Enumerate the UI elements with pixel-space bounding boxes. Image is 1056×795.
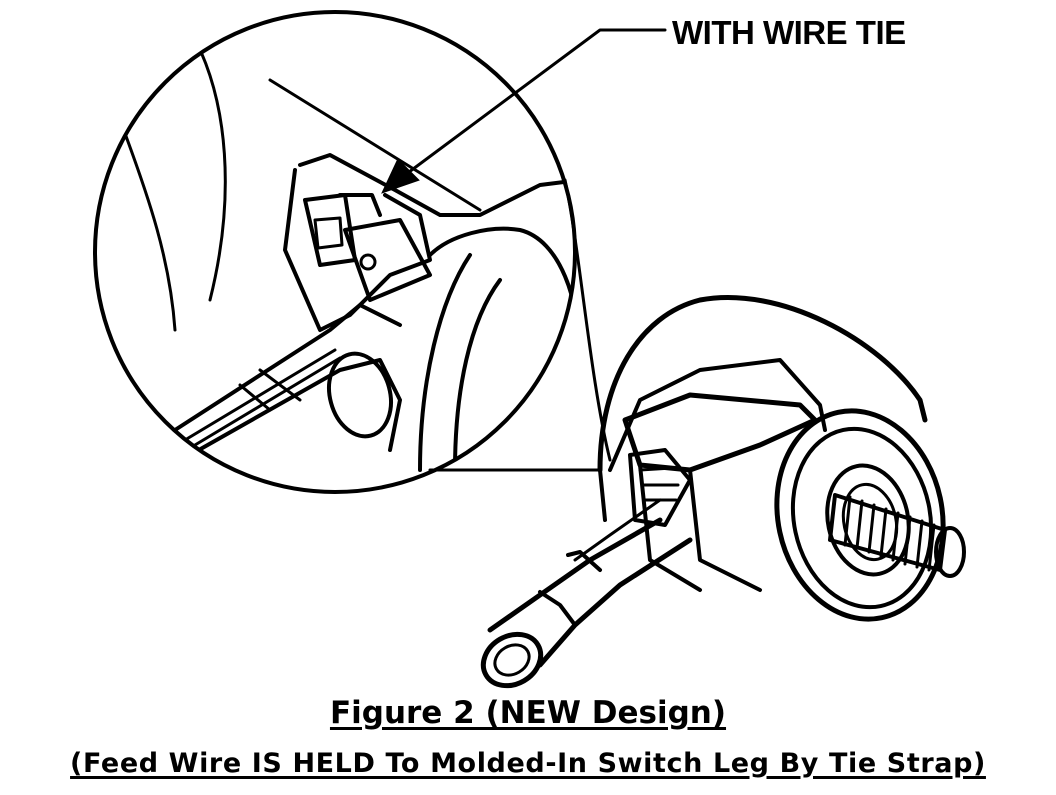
callout-leader bbox=[381, 28, 667, 194]
callout-label: WITH WIRE TIE bbox=[672, 14, 906, 51]
figure-caption: (Feed Wire IS HELD To Molded-In Switch L… bbox=[70, 748, 986, 779]
figure-title: Figure 2 (NEW Design) bbox=[329, 695, 727, 731]
detail-magnifier bbox=[93, 10, 612, 494]
switch-lever bbox=[480, 498, 693, 689]
steering-hub bbox=[774, 408, 966, 622]
arrowhead-icon bbox=[381, 158, 420, 194]
switch-housing bbox=[597, 295, 928, 592]
